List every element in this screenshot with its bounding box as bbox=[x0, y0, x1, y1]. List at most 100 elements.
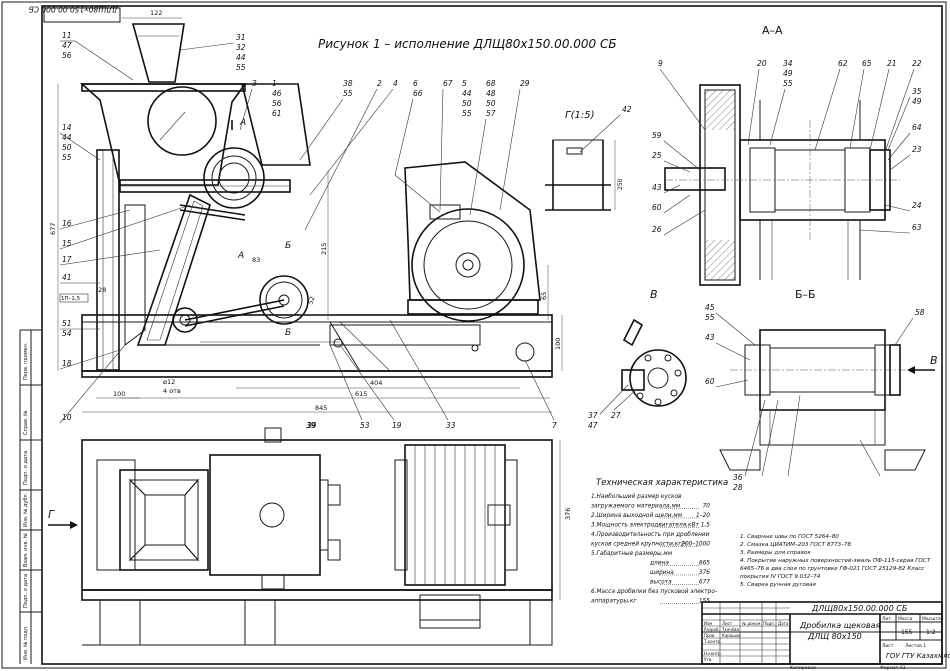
part-label: 15 bbox=[62, 239, 72, 248]
title-block: ДЛЩ80х150.00.000 СБ Дробилка щековая ДЛЩ… bbox=[701, 601, 950, 671]
note-line: 4. Покрытие наружных поверхностей-эмаль … bbox=[740, 558, 931, 564]
section-bb-title: Б–Б bbox=[795, 288, 816, 301]
tech-value: 865 bbox=[699, 561, 710, 567]
dim-4-holes: 4 отв bbox=[163, 387, 181, 395]
dim-100-vertical: 100 bbox=[554, 338, 562, 350]
tech-line: 6.Масса дробилки без пусковой электро- bbox=[591, 589, 717, 595]
stamp-code: ДЛЩ80х150.00.000 СБ bbox=[29, 4, 119, 13]
part-label: 43 bbox=[705, 333, 715, 342]
part-label: 53 bbox=[360, 421, 370, 430]
part-label: 64 bbox=[912, 123, 922, 132]
part-label: 27 bbox=[611, 411, 621, 420]
section-bb: Б–Б В 45 55 43 60 58 36 28 bbox=[705, 288, 938, 492]
part-label: 44 bbox=[236, 53, 246, 62]
section-aa: А–А 250 bbox=[664, 24, 900, 286]
note-line: 5. Сварка ручная дуговая bbox=[740, 582, 817, 588]
title-block-lit-header: Лит. bbox=[882, 616, 892, 622]
plan-view: 376 Г 39 40 bbox=[48, 421, 572, 646]
part-label: 33 bbox=[446, 421, 456, 430]
part-label: 10 bbox=[62, 413, 72, 422]
dim-65: 65 bbox=[540, 292, 548, 300]
title-block-row-header: Дата bbox=[778, 621, 789, 626]
strip-label: Подп. и дата bbox=[23, 451, 29, 485]
dim-122: 122 bbox=[150, 9, 162, 17]
tech-line: 3.Мощность электродвигателя,кВт bbox=[591, 523, 700, 529]
tech-value: 1–20 bbox=[696, 513, 710, 519]
title-block-role: Утв. bbox=[704, 657, 712, 662]
part-label: 23 bbox=[912, 145, 922, 154]
title-block-sheets: Листов 1 bbox=[905, 643, 926, 649]
part-label: 47 bbox=[62, 41, 72, 50]
tech-line: 2.Ширина выходной щели,мм bbox=[591, 513, 683, 519]
dim-250: 250 bbox=[617, 178, 624, 190]
strip-label: Взам. инв. № bbox=[23, 532, 29, 567]
part-label: 65 bbox=[862, 59, 872, 68]
part-label: 51 bbox=[62, 319, 72, 328]
tech-line: длина bbox=[649, 561, 669, 567]
part-label: 17 bbox=[62, 255, 72, 264]
title-block-person: Карашов bbox=[722, 633, 741, 638]
part-label: 20 bbox=[757, 59, 767, 68]
title-block-role: Разраб. bbox=[704, 627, 720, 632]
title-block-scale-header: Масштаб bbox=[922, 616, 944, 622]
part-label: 48 bbox=[486, 89, 496, 98]
strip-label: Инв. № дубл. bbox=[23, 492, 29, 527]
title-block-copied: Копировал bbox=[790, 665, 816, 671]
part-label: 28 bbox=[733, 483, 743, 492]
dim-tolerance: 1П–1,5 bbox=[61, 296, 81, 302]
section-aa-labels: 9 20 34 49 55 62 65 21 22 35 49 64 23 24… bbox=[652, 59, 922, 236]
part-label: 66 bbox=[413, 89, 423, 98]
part-label: 14 bbox=[62, 123, 72, 132]
part-label: 49 bbox=[783, 69, 793, 78]
tech-line: высота bbox=[650, 580, 672, 586]
view-v: В 37 47 27 bbox=[588, 288, 687, 430]
note-line: 6465–76 в два слоя по грунтовке ГФ-021 Г… bbox=[740, 566, 924, 572]
part-label: 7 bbox=[552, 421, 557, 430]
dim-615: 615 bbox=[355, 390, 367, 398]
cut-a-top: А bbox=[239, 118, 246, 128]
dim-677: 677 bbox=[49, 223, 57, 235]
part-label: 5 bbox=[462, 79, 467, 88]
strip-label: Инв. № подл. bbox=[23, 625, 29, 660]
part-label: 58 bbox=[915, 308, 925, 317]
part-label: 55 bbox=[236, 63, 246, 72]
part-label: 59 bbox=[652, 131, 662, 140]
part-label: 21 bbox=[887, 59, 897, 68]
part-label: 67 bbox=[443, 79, 453, 88]
part-label: 11 bbox=[62, 31, 72, 40]
title-block-scale: 1:2 bbox=[926, 629, 936, 636]
title-block-org: ГОУ ГТУ Казахмяс bbox=[886, 652, 950, 660]
arrow-g-label: Г bbox=[48, 508, 55, 521]
left-binding-strip: Перв. примен. Справ. № Подп. и дата Инв.… bbox=[19, 329, 42, 664]
cut-b-bottom: Б bbox=[285, 328, 291, 338]
tech-characteristics: Техническая характеристика 1.Наибольший … bbox=[591, 478, 728, 605]
title-block-mass: 155 bbox=[901, 629, 913, 636]
part-label: 41 bbox=[62, 273, 72, 282]
notes: 1. Сварные швы по ГОСТ 5264–802. Смазка … bbox=[740, 534, 931, 588]
title-block-code: ДЛЩ80х150.00.000 СБ bbox=[811, 604, 908, 613]
view-g: Г(1:5) 250 42 bbox=[545, 105, 632, 211]
part-label: 50 bbox=[486, 99, 496, 108]
part-label: 56 bbox=[272, 99, 282, 108]
part-label: 56 bbox=[62, 51, 72, 60]
title-block-sheet: Лист bbox=[882, 643, 894, 649]
view-g-title: Г(1:5) bbox=[565, 110, 594, 121]
part-label: 55 bbox=[462, 109, 472, 118]
title-block-person: Ткачёва bbox=[721, 627, 739, 632]
dim-215: 215 bbox=[320, 243, 328, 255]
title-block-name-1: Дробилка щековая bbox=[799, 621, 881, 630]
title-block-mass-header: Масса bbox=[898, 616, 913, 622]
part-label: 2 bbox=[377, 79, 382, 88]
part-label: 3 bbox=[252, 79, 257, 88]
part-label: 50 bbox=[62, 143, 72, 152]
tech-value: 376 bbox=[699, 570, 710, 576]
title-block-row-header: № докум. bbox=[742, 621, 762, 626]
part-label: 31 bbox=[236, 33, 246, 42]
tech-line: ширина bbox=[650, 570, 674, 576]
title-block-name-2: ДЛЩ 80х150 bbox=[807, 632, 862, 641]
part-label: 19 bbox=[392, 421, 402, 430]
title-block-row-header: Подп. bbox=[763, 621, 775, 626]
note-line: 2. Смазка ЦИАТИМ–203 ГОСТ 8773–78 bbox=[740, 542, 851, 548]
part-label: 4 bbox=[393, 79, 398, 88]
part-label: 50 bbox=[462, 99, 472, 108]
